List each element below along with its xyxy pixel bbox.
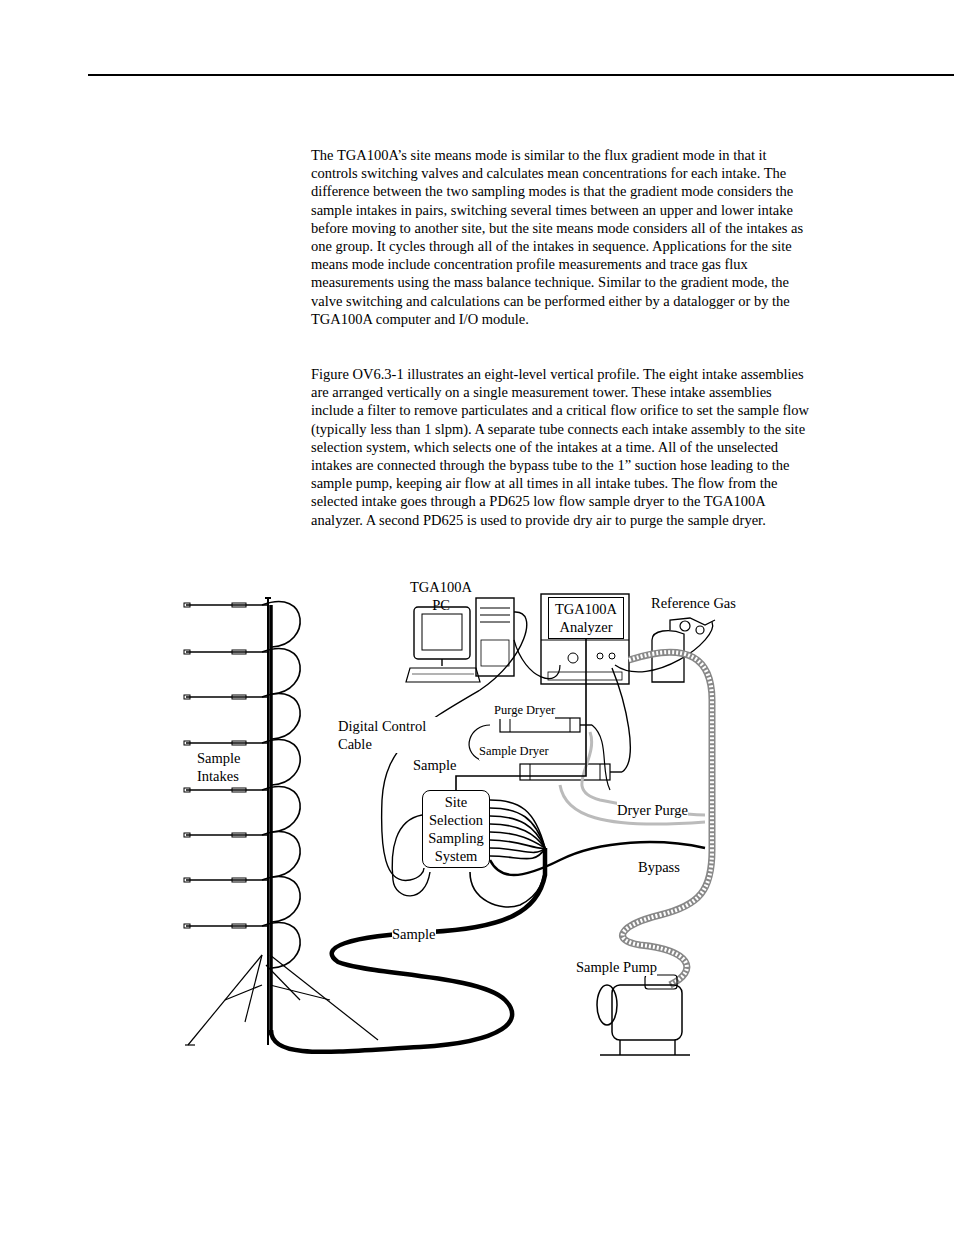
intake-filter xyxy=(184,833,190,837)
intake-orifice xyxy=(232,695,246,699)
intake-tube xyxy=(262,694,300,739)
box-text: Site Selection Sampling System xyxy=(425,793,487,865)
intake-filter xyxy=(184,603,190,607)
part-label: Sample Pump xyxy=(576,958,657,976)
edge-label: Sample xyxy=(413,756,457,774)
intake-orifice xyxy=(232,603,246,607)
intake-arm xyxy=(186,696,268,697)
intake-orifice xyxy=(232,788,246,792)
intake-arm xyxy=(186,651,268,652)
intake-tube xyxy=(262,602,300,647)
part-label: Bypass xyxy=(638,858,680,876)
part-label: Dryer Purge xyxy=(617,801,688,819)
intake-tube xyxy=(490,808,545,848)
intake-filter xyxy=(184,695,190,699)
intake-tube xyxy=(490,848,545,852)
intake-arm xyxy=(186,604,268,605)
intake-orifice xyxy=(232,741,246,745)
intake-filter xyxy=(184,650,190,654)
part-label: Digital Control Cable xyxy=(338,717,448,753)
intake-filter xyxy=(184,878,190,882)
intake-tube xyxy=(262,832,300,877)
intake-tube xyxy=(490,824,545,848)
body-paragraph: Figure OV6.3-1 illustrates an eight-leve… xyxy=(311,365,811,529)
intake-arm xyxy=(186,925,268,926)
intake-tube xyxy=(262,649,300,694)
intake-orifice xyxy=(232,833,246,837)
intake-arm xyxy=(186,879,268,880)
part-label: Sample Dryer xyxy=(479,744,549,760)
intake-tube xyxy=(490,848,545,859)
part-label: Purge Dryer xyxy=(494,703,555,719)
intake-orifice xyxy=(232,924,246,928)
box-text: TGA100A Analyzer xyxy=(551,600,621,636)
intake-tube xyxy=(262,877,300,922)
intake-tube xyxy=(490,840,545,848)
intake-tube xyxy=(262,923,300,968)
site-selection-box: Site Selection Sampling System xyxy=(422,790,490,868)
intake-tube xyxy=(490,832,545,848)
intake-orifice xyxy=(232,650,246,654)
intake-tube xyxy=(490,816,545,848)
part-label: TGA100A PC xyxy=(404,578,478,614)
intake-tube xyxy=(262,740,300,785)
intake-tube xyxy=(490,800,545,848)
body-paragraph: The TGA100A’s site means mode is similar… xyxy=(311,146,811,328)
part-label: Reference Gas xyxy=(651,594,761,612)
analyzer-label-box: TGA100A Analyzer xyxy=(548,597,624,639)
intake-arm xyxy=(186,789,268,790)
intake-arm xyxy=(186,742,268,743)
intake-filter xyxy=(184,924,190,928)
intake-filter xyxy=(184,741,190,745)
intake-orifice xyxy=(232,878,246,882)
intake-arm xyxy=(186,834,268,835)
part-label: Sample Intakes xyxy=(197,749,259,785)
part-label: Sample xyxy=(392,925,436,943)
intake-filter xyxy=(184,788,190,792)
intake-tube xyxy=(262,787,300,832)
sample-tube xyxy=(456,639,586,790)
